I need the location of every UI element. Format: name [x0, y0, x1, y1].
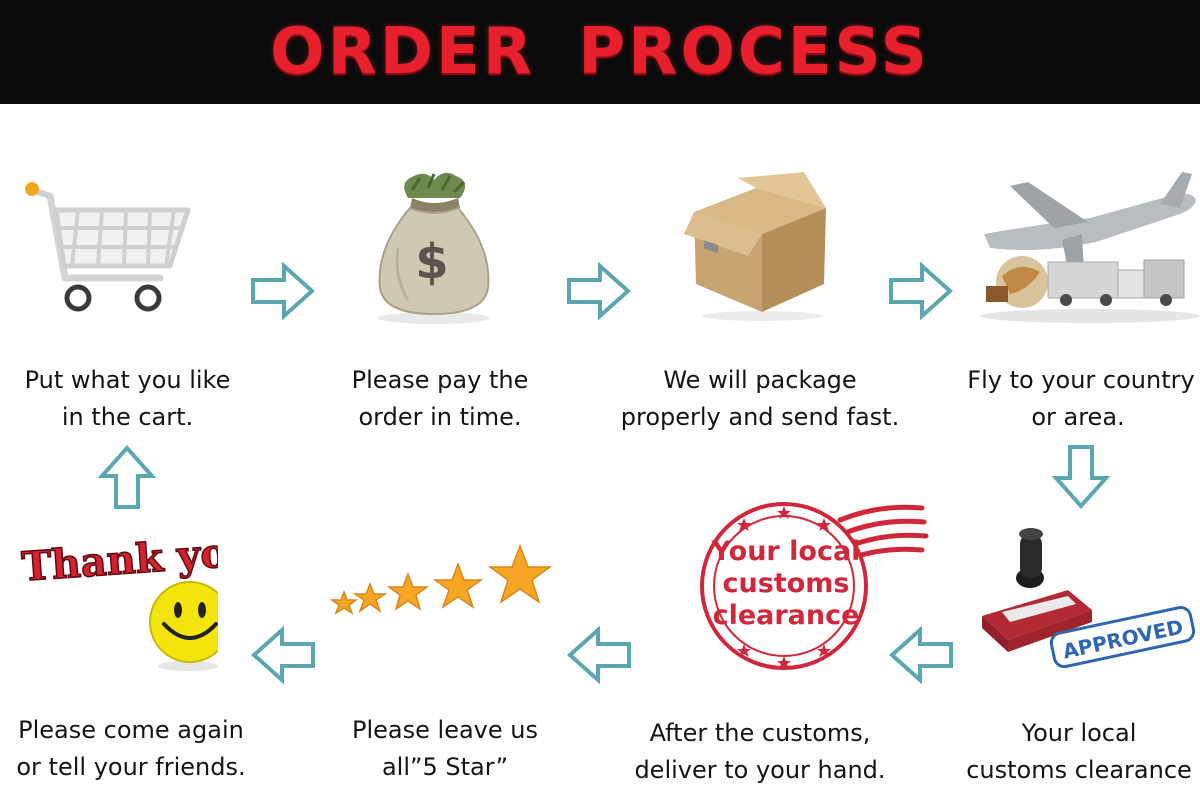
arrow-left-icon	[888, 626, 953, 684]
stamp-text-1: Your local	[711, 536, 861, 567]
step-1-label: Put what you like in the cart.	[24, 366, 231, 431]
step-8-label: Please come again or tell your friends.	[16, 716, 246, 781]
arrow-right-icon	[567, 262, 632, 320]
stamp-text-3: clearance	[713, 600, 860, 631]
step-7-label: Please leave us all”5 Star”	[352, 716, 538, 781]
five-stars-icon	[330, 543, 553, 615]
stamp-text-2: customs	[723, 568, 850, 599]
money-bag-icon: $	[378, 172, 490, 324]
approved-stamp-icon: APPROVED	[982, 528, 1196, 669]
thank-you-text: Thank you!	[20, 526, 218, 590]
arrow-left-icon	[250, 626, 315, 684]
airplane-shipping-icon	[980, 172, 1200, 323]
arrow-right-icon	[251, 262, 316, 320]
arrow-up-icon	[98, 444, 156, 509]
shopping-cart-icon	[25, 182, 191, 312]
dollar-sign: $	[415, 234, 448, 290]
thank-you-smiley-icon: Thank you!	[20, 525, 218, 671]
step-6-label: After the customs, deliver to your hand.	[634, 719, 886, 784]
arrow-right-icon	[889, 262, 954, 320]
page-title: ORDER PROCESS	[270, 15, 930, 89]
arrow-down-icon	[1052, 445, 1110, 510]
header-banner: ORDER PROCESS	[0, 0, 1200, 104]
package-box-icon	[684, 172, 826, 321]
step-4-label: Fly to your country or area.	[967, 366, 1195, 431]
step-3-label: We will package properly and send fast.	[620, 366, 900, 431]
step-2-label: Please pay the order in time.	[351, 366, 529, 431]
arrow-left-icon	[566, 626, 631, 684]
customs-stamp-icon: Your local customs clearance	[700, 502, 929, 670]
step-5-label: Your local customs clearance	[966, 719, 1192, 784]
